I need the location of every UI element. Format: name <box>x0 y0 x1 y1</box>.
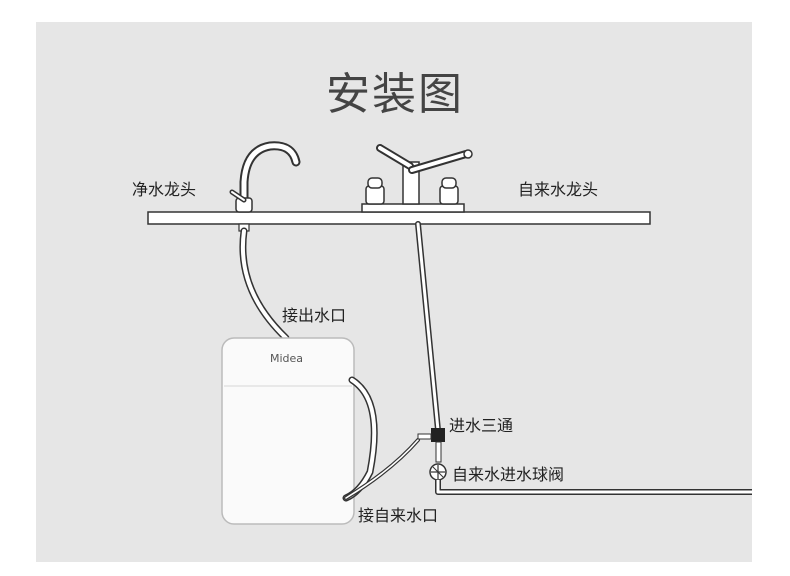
diagram-background <box>36 22 752 562</box>
purified-faucet-label: 净水龙头 <box>132 180 197 199</box>
ball-valve-label: 自来水进水球阀 <box>452 465 565 484</box>
tap-faucet-label: 自来水龙头 <box>518 180 599 199</box>
tap-faucet-icon <box>361 144 473 213</box>
purifier-brand-label: Midea <box>270 352 304 365</box>
countertop <box>147 211 651 225</box>
tap-inlet-connection-label: 接自来水口 <box>358 506 439 525</box>
outlet-connection-label: 接出水口 <box>282 306 347 325</box>
purified-faucet-icon <box>229 141 301 232</box>
water-purifier <box>221 337 355 525</box>
ball-valve-icon <box>429 463 447 481</box>
diagram-title: 安装图 <box>326 69 464 120</box>
inlet-tee-icon <box>417 428 445 463</box>
inlet-tee-label: 进水三通 <box>449 416 514 435</box>
